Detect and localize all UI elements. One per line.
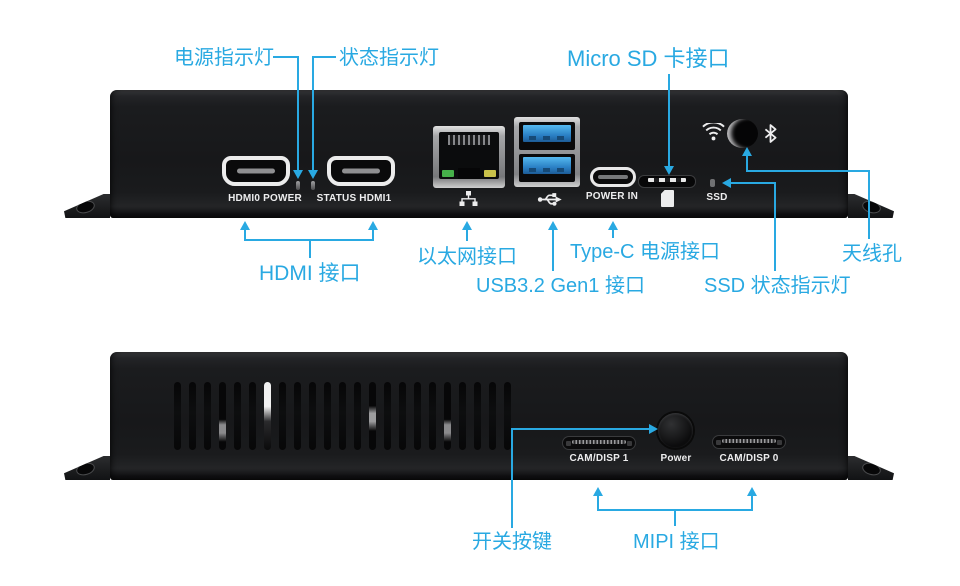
arrowhead — [293, 170, 303, 179]
callout-micro-sd: Micro SD 卡接口 — [567, 46, 730, 71]
mipi-connector-cam-disp-1 — [562, 436, 636, 450]
usb-stack — [514, 117, 580, 187]
vent-slot — [204, 382, 211, 450]
micro-sd-slot — [638, 175, 696, 188]
vent-slot — [324, 382, 331, 450]
arrowhead — [548, 221, 558, 230]
usb-port-top — [519, 122, 575, 150]
mount-ear-left-front — [64, 194, 110, 218]
arrowhead — [368, 221, 378, 230]
usb-c-power-port — [590, 167, 636, 187]
vent-slot — [234, 382, 241, 450]
ssd-status-led — [710, 179, 715, 187]
arrowhead — [462, 221, 472, 230]
power-led — [296, 181, 300, 190]
vent-slot — [504, 382, 511, 450]
vent-slot — [189, 382, 196, 450]
mount-ear-left-rear — [64, 456, 110, 480]
vent-slot — [174, 382, 181, 450]
callout-power-button: 开关按键 — [472, 531, 552, 553]
vent-slot — [429, 382, 436, 450]
silkscreen-cam-disp-0: CAM/DISP 0 — [719, 453, 779, 464]
mipi-connector-cam-disp-0 — [712, 435, 786, 449]
arrowhead — [722, 178, 731, 188]
rear-panel: CAM/DISP 1 Power CAM/DISP 0 — [110, 352, 848, 480]
power-button — [658, 413, 693, 448]
callout-antenna: 天线孔 — [842, 243, 902, 265]
callout-ssd-led: SSD 状态指示灯 — [704, 275, 851, 297]
callout-status-led: 状态指示灯 — [339, 47, 439, 69]
arrowhead — [649, 424, 658, 434]
vent-slot — [279, 382, 286, 450]
hdmi1-port — [327, 156, 395, 186]
arrowhead — [240, 221, 250, 230]
bluetooth-icon — [764, 124, 777, 143]
vent-slot — [489, 382, 496, 450]
usb-port-bottom — [519, 154, 575, 182]
silkscreen-power-in: POWER IN — [585, 191, 639, 202]
sd-card-icon — [661, 190, 674, 207]
arrowhead — [742, 147, 752, 156]
vent-slot — [369, 382, 376, 450]
vent-slot — [219, 382, 226, 450]
vent-slot — [339, 382, 346, 450]
vent-slot — [399, 382, 406, 450]
vent-slot — [309, 382, 316, 450]
ethernet-port — [433, 126, 505, 188]
usb-icon — [537, 193, 562, 206]
silkscreen-power: Power — [660, 453, 692, 464]
callout-type-c: Type-C 电源接口 — [570, 241, 721, 263]
ethernet-icon — [459, 191, 478, 206]
silkscreen-cam-disp-1: CAM/DISP 1 — [569, 453, 629, 464]
arrowhead — [747, 487, 757, 496]
vent-slot — [354, 382, 361, 450]
front-panel: HDMI0 POWER STATUS HDMI1 — [110, 90, 848, 218]
screw-hole — [860, 460, 883, 478]
arrowhead — [308, 170, 318, 179]
antenna-hole — [727, 119, 758, 148]
status-led — [311, 181, 315, 190]
silkscreen-status-hdmi1: STATUS HDMI1 — [316, 193, 392, 204]
vent-slot — [249, 382, 256, 450]
vent-slot — [444, 382, 451, 450]
vent-slot — [384, 382, 391, 450]
vent-slot — [459, 382, 466, 450]
screw-hole — [860, 198, 883, 216]
callout-hdmi: HDMI 接口 — [259, 262, 361, 285]
screw-hole — [74, 198, 97, 216]
callout-mipi: MIPI 接口 — [633, 531, 720, 553]
arrowhead — [593, 487, 603, 496]
vent-slot — [264, 382, 271, 450]
arrowhead — [608, 221, 618, 230]
ethernet-led-yellow — [484, 170, 496, 177]
mount-ear-right-front — [848, 194, 894, 218]
silkscreen-hdmi0-power: HDMI0 POWER — [228, 193, 302, 204]
screw-hole — [74, 460, 97, 478]
callout-ethernet: 以太网接口 — [417, 246, 517, 268]
vent-slot — [474, 382, 481, 450]
mount-ear-right-rear — [848, 456, 894, 480]
vent-slot — [294, 382, 301, 450]
vent-slot — [414, 382, 421, 450]
arrowhead — [664, 166, 674, 175]
wifi-icon — [702, 123, 725, 141]
ethernet-led-green — [442, 170, 454, 177]
callout-usb: USB3.2 Gen1 接口 — [476, 275, 645, 297]
callout-power-led: 电源指示灯 — [174, 47, 274, 69]
hdmi0-port — [222, 156, 290, 186]
silkscreen-ssd: SSD — [706, 192, 728, 203]
